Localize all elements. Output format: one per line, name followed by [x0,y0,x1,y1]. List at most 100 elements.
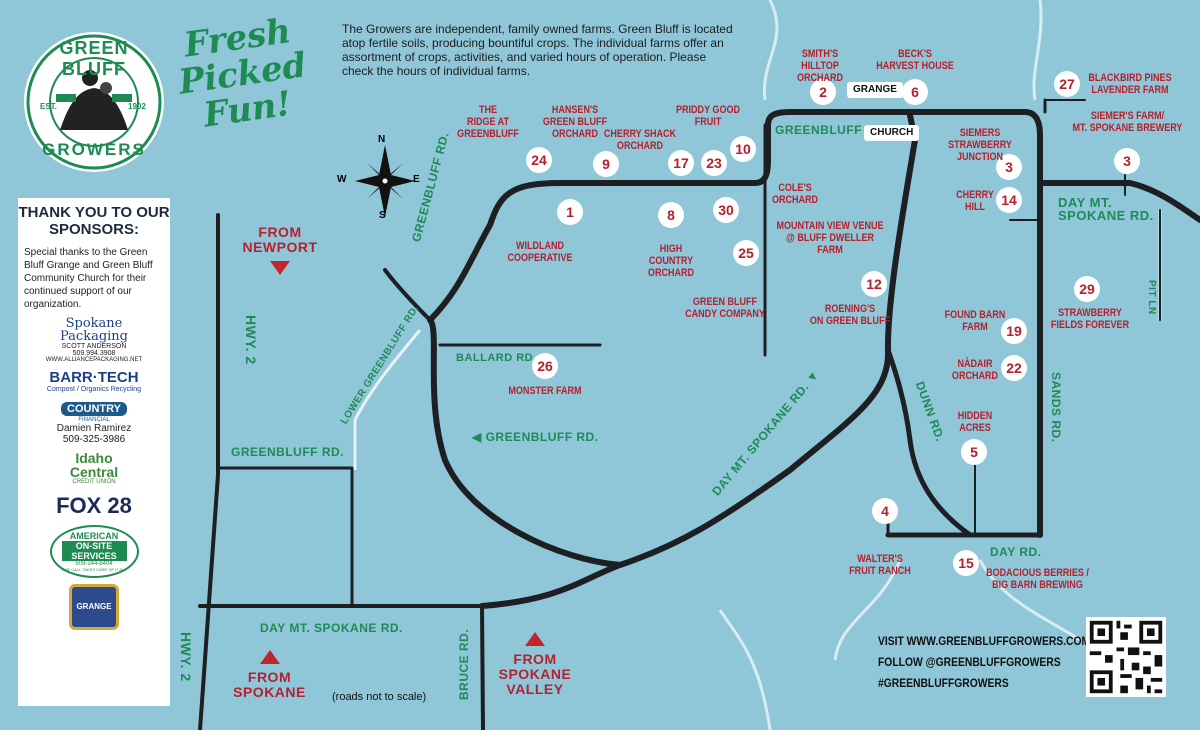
logo-year: 1902 [128,102,146,111]
from-newport-text: FROM NEWPORT [242,224,318,255]
farm-marker-5[interactable]: 5 [961,439,987,465]
footer-follow[interactable]: FOLLOW @GREENBLUFFGROWERS [878,655,1061,669]
american-phone: 509-244-8404 [75,561,113,567]
farm-label-14: CHERRY HILL [956,189,994,213]
from-spokane-text: FROM SPOKANE [233,669,306,700]
grange-name: GRANGE [69,584,119,630]
idaho-sub: CREDIT UNION [72,479,116,485]
farm-label-19: FOUND BARN FARM [944,309,1006,333]
farm-marker-17[interactable]: 17 [668,150,694,176]
slogan: Fresh Picked Fun! [168,11,317,137]
farm-label-6: BECK'S HARVEST HOUSE [876,48,954,72]
farm-marker-25[interactable]: 25 [733,240,759,266]
farm-marker-26[interactable]: 26 [532,353,558,379]
road-greenbluff-left: GREENBLUFF RD. [231,445,344,459]
compass-rose-icon [355,145,415,217]
from-spokane-valley: FROM SPOKANE VALLEY [495,632,575,697]
spokane-packaging-phone: 509.994.3908 [72,350,116,357]
road-hwy2-upper: HWY. 2 [243,315,259,365]
grange-pill: GRANGE [847,82,903,98]
farm-marker-22[interactable]: 22 [1001,355,1027,381]
farm-marker-3-junction[interactable]: 3 [996,154,1022,180]
farm-label-17: CHERRY SHACK ORCHARD [603,128,677,152]
farm-marker-29[interactable]: 29 [1074,276,1100,302]
farm-marker-9[interactable]: 9 [593,151,619,177]
sponsor-american-onsite[interactable]: AMERICAN ON-SITE SERVICES 509-244-8404 O… [18,525,170,578]
spokane-packaging-name2: Packaging [60,329,128,344]
farm-label-24: THE RIDGE AT GREENBLUFF [457,104,519,140]
road-pit-ln: PIT LN [1146,280,1157,315]
sponsor-barrtech[interactable]: BARR·TECH Compost / Organics Recycling [18,369,170,393]
from-valley-text: FROM SPOKANE VALLEY [498,651,572,697]
farm-marker-23[interactable]: 23 [701,150,727,176]
farm-label-26: MONSTER FARM [508,385,582,397]
farm-marker-3-siemers[interactable]: 3 [1114,148,1140,174]
farm-marker-15[interactable]: 15 [953,550,979,576]
road-greenbluff-mid: ◀ GREENBLUFF RD. [472,431,599,444]
sponsors-panel: THANK YOU TO OUR SPONSORS: Special thank… [18,198,170,706]
farm-marker-14[interactable]: 14 [996,187,1022,213]
farm-marker-24[interactable]: 24 [526,147,552,173]
compass-s: S [379,210,386,221]
road-day-rd: DAY RD. [990,545,1042,559]
sponsor-idaho-central[interactable]: Idaho Central CREDIT UNION [18,451,170,485]
footer-visit[interactable]: VISIT WWW.GREENBLUFFGROWERS.COM [878,634,1091,648]
spokane-packaging-name1: Spokane [65,316,123,331]
farm-label-10: COLE'S ORCHARD [771,182,819,206]
fox-name: FOX 28 [56,493,132,518]
farm-marker-2[interactable]: 2 [810,79,836,105]
road-day-mt-spokane-bottom: DAY MT. SPOKANE RD. [260,621,403,635]
farm-label-12: ROENING'S ON GREEN BLUFF [809,303,891,327]
farm-marker-27[interactable]: 27 [1054,71,1080,97]
american-line1: AMERICAN [69,531,119,541]
logo-text-bottom: GROWERS [42,140,146,159]
road-ballard: BALLARD RD [456,352,534,364]
farm-marker-19[interactable]: 19 [1001,318,1027,344]
green-bluff-growers-logo [24,32,164,172]
logo-est: EST. [40,102,57,111]
american-line2: ON-SITE [61,541,127,551]
slogan-text: Fresh Picked Fun! [176,11,309,136]
road-greenbluff-mid-text: GREENBLUFF RD. [485,430,599,444]
sponsor-country-financial[interactable]: COUNTRY FINANCIAL Damien Ramirez 509-325… [18,399,170,445]
compass-e: E [413,174,420,185]
sponsor-spokane-packaging[interactable]: Spokane Packaging SCOTT ANDERSON 509.994… [18,317,170,363]
farm-label-15: BODACIOUS BERRIES / BIG BARN BREWING [986,567,1089,591]
farm-label-5: HIDDEN ACRES [957,410,993,434]
sponsors-title: THANK YOU TO OUR SPONSORS: [18,204,170,238]
farm-marker-6[interactable]: 6 [902,79,928,105]
footer-hashtag: #GREENBLUFFGROWERS [878,676,1009,690]
farm-label-30: MOUNTAIN VIEW VENUE @ BLUFF DWELLER FARM [776,220,884,256]
sponsor-grange[interactable]: GRANGE [18,584,170,630]
american-line3: SERVICES [61,551,127,561]
intro-paragraph: The Growers are independent, family owne… [342,22,733,78]
farm-label-8: HIGH COUNTRY ORCHARD [647,243,695,279]
from-newport: FROM NEWPORT [240,225,320,275]
arrow-up-icon [525,632,545,646]
arrow-up-icon [259,650,280,664]
farm-marker-1[interactable]: 1 [557,199,583,225]
spokane-packaging-web: WWW.ALLIANCEPACKAGING.NET [45,357,143,363]
farm-label-9: HANSEN'S GREEN BLUFF ORCHARD [542,104,608,140]
farm-marker-10[interactable]: 10 [730,136,756,162]
farm-marker-8[interactable]: 8 [658,202,684,228]
farm-label-23: PRIDDY GOOD FRUIT [676,104,740,128]
farm-label-29: STRAWBERRY FIELDS FOREVER [1050,307,1130,331]
farm-label-22: NÀDAIR ORCHARD [951,358,999,382]
country-name: COUNTRY [61,402,127,416]
barrtech-sub: Compost / Organics Recycling [46,386,142,393]
farm-marker-4[interactable]: 4 [872,498,898,524]
idaho-name1: Idaho [75,450,113,466]
road-greenbluff-top: GREENBLUFF RD. [775,123,888,137]
farm-label-1: WILDLAND COOPERATIVE [507,240,573,264]
farm-marker-30[interactable]: 30 [713,197,739,223]
church-pill: CHURCH [864,125,920,141]
from-spokane: FROM SPOKANE [227,650,312,700]
sponsor-fox28[interactable]: FOX 28 [18,493,170,519]
farm-marker-12[interactable]: 12 [861,271,887,297]
qr-code-icon[interactable] [1086,617,1166,697]
arrow-down-icon [270,261,290,275]
farm-label-27: BLACKBIRD PINES LAVENDER FARM [1088,72,1172,96]
compass-w: W [337,174,347,185]
